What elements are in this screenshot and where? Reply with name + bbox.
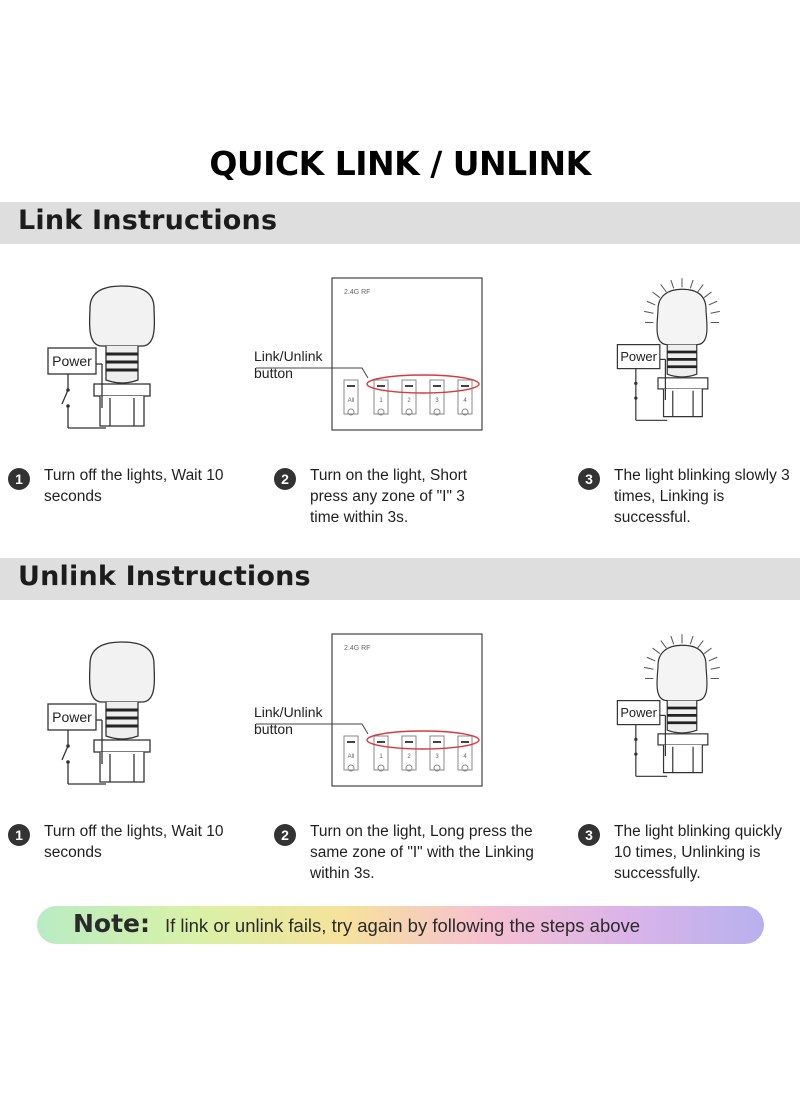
remote-panel-illustration: 2.4G RF All 1 2 3 4 Link/Unlink button: [254, 633, 483, 787]
unlink-section-banner: Unlink Instructions: [0, 558, 800, 600]
note-banner: Note: If link or unlink fails, try again…: [37, 906, 764, 944]
link-section-heading: Link Instructions: [18, 205, 278, 236]
page-title: QUICK LINK / UNLINK: [209, 144, 591, 183]
step-text: Turn on the light, Short press any zone …: [310, 467, 468, 526]
step-text: Turn on the light, Long press the same z…: [310, 823, 534, 882]
step-text: The light blinking quickly 10 times, Unl…: [614, 823, 783, 882]
step-text: The light blinking slowly 3 times, Linki…: [614, 467, 790, 526]
bulb-blinking-illustration: Power: [616, 634, 720, 777]
callout-label: Link/Unlink: [254, 704, 323, 720]
bulb-blinking-illustration: Power: [616, 278, 720, 421]
highlight-ellipse: [366, 730, 480, 750]
step-number: 3: [578, 468, 600, 490]
highlight-ellipse: [366, 374, 480, 394]
step-number: 3: [578, 824, 600, 846]
step-number: 1: [8, 468, 30, 490]
zone-label: 3: [435, 754, 439, 760]
bulb-off-illustration: Power: [47, 285, 156, 429]
step-text: Turn off the lights, Wait 10 seconds: [44, 467, 224, 505]
zone-label: 2: [407, 754, 411, 760]
zone-label: 4: [463, 398, 467, 404]
zone-label: 2: [407, 398, 411, 404]
note-text: If link or unlink fails, try again by fo…: [165, 915, 641, 936]
zone-label: All: [348, 754, 355, 760]
zone-label: All: [348, 398, 355, 404]
zone-label: 1: [379, 398, 383, 404]
panel-brand: 2.4G RF: [344, 289, 370, 296]
power-label: Power: [620, 349, 657, 364]
zone-label: 1: [379, 754, 383, 760]
bulb-off-illustration: Power: [47, 641, 156, 785]
zone-label: 3: [435, 398, 439, 404]
zone-label: 4: [463, 754, 467, 760]
callout-label: button: [254, 365, 293, 381]
power-label: Power: [52, 353, 92, 369]
note-label: Note:: [73, 909, 151, 938]
callout-label: button: [254, 721, 293, 737]
remote-panel-illustration: 2.4G RF All 1 2 3 4 Link/Unlink button: [254, 277, 483, 431]
panel-brand: 2.4G RF: [344, 645, 370, 652]
unlink-section-heading: Unlink Instructions: [18, 561, 311, 592]
step-text: Turn off the lights, Wait 10 seconds: [44, 823, 224, 861]
step-number: 2: [274, 468, 296, 490]
step-number: 1: [8, 824, 30, 846]
power-label: Power: [52, 709, 92, 725]
callout-label: Link/Unlink: [254, 348, 323, 364]
link-section-banner: Link Instructions: [0, 202, 800, 244]
step-number: 2: [274, 824, 296, 846]
power-label: Power: [620, 705, 657, 720]
